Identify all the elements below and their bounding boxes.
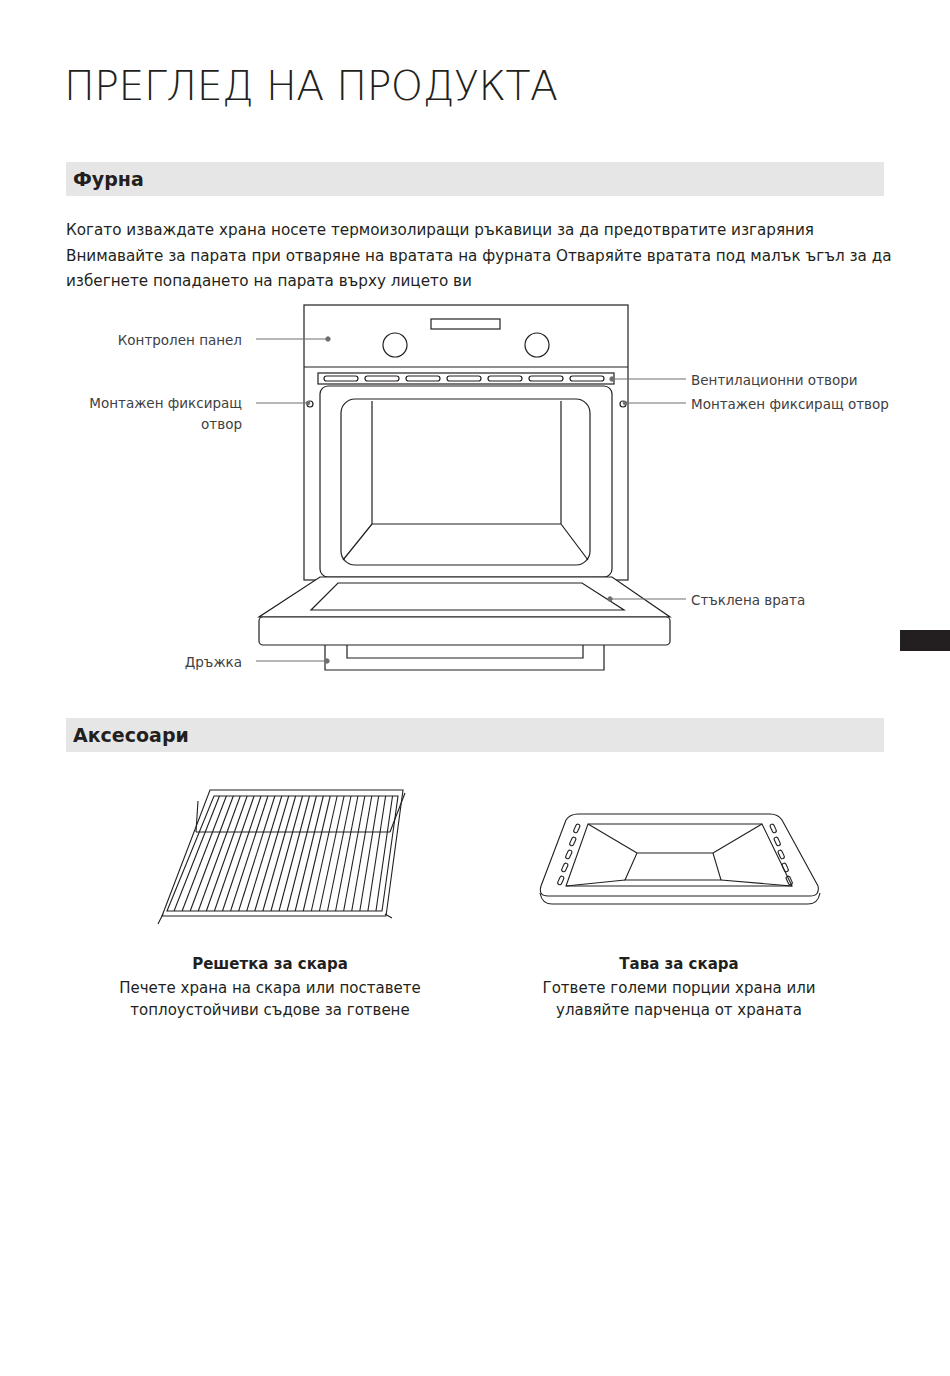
page-title: ПРЕГЛЕД НА ПРОДУКТА bbox=[64, 62, 558, 110]
grill-tray bbox=[540, 814, 820, 904]
cavity bbox=[341, 399, 590, 565]
section-heading: Аксесоари bbox=[73, 723, 877, 747]
cavity-back bbox=[343, 401, 588, 560]
glass bbox=[311, 583, 624, 610]
part-label: Контролен панел bbox=[42, 330, 242, 351]
knob bbox=[383, 333, 407, 357]
accessory-description: Печете храна на скара или поставете топл… bbox=[110, 977, 430, 1021]
mount-hole bbox=[620, 401, 626, 407]
accessory-name: Тава за скара bbox=[514, 953, 844, 975]
handle bbox=[325, 645, 604, 670]
grill-rack bbox=[158, 790, 405, 924]
mount-hole bbox=[307, 401, 313, 407]
section-tab bbox=[900, 630, 950, 651]
part-label: Вентилационни отвори bbox=[691, 370, 931, 391]
part-label: Монтажен фиксиращ отвор bbox=[82, 393, 242, 435]
vent-slots bbox=[324, 376, 604, 381]
door-front bbox=[259, 617, 670, 645]
section-heading: Фурна bbox=[73, 167, 877, 191]
part-label: Стъклена врата bbox=[691, 590, 931, 611]
section-band: Аксесоари bbox=[66, 718, 884, 752]
part-label: Монтажен фиксиращ отвор bbox=[691, 394, 946, 415]
note-text: Когато изваждате храна носете термоизоли… bbox=[66, 218, 896, 295]
door-top bbox=[259, 577, 670, 617]
vent-strip bbox=[318, 373, 614, 384]
display bbox=[431, 319, 500, 329]
inner-frame bbox=[320, 386, 612, 577]
section-band: Фурна bbox=[66, 162, 884, 196]
accessory-description: Гответе големи порции храна или улавяйте… bbox=[519, 977, 839, 1021]
oven-body bbox=[304, 305, 628, 580]
accessory-name: Решетка за скара bbox=[105, 953, 435, 975]
knob bbox=[525, 333, 549, 357]
part-label: Дръжка bbox=[42, 652, 242, 673]
